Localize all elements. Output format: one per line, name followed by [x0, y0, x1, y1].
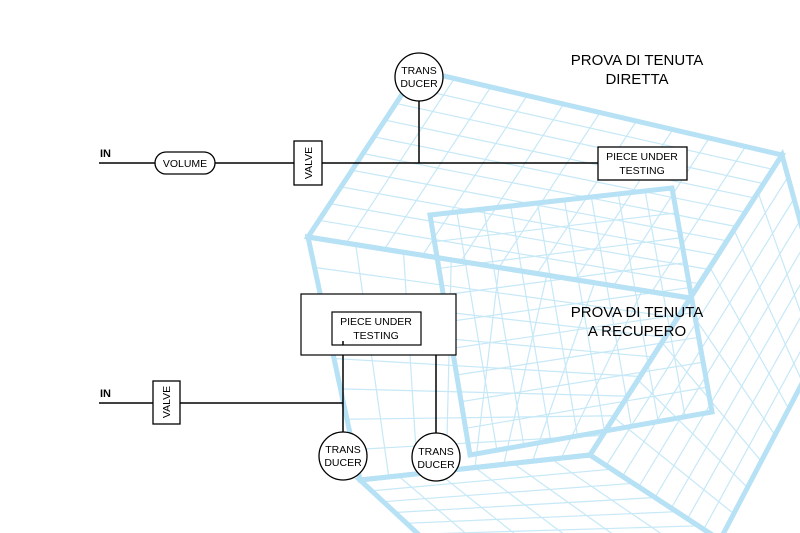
recovery-test-circuit [99, 341, 437, 440]
title-direct-line1: PROVA DI TENUTA [571, 52, 704, 69]
grid-line [333, 357, 641, 378]
grid-line [483, 208, 525, 446]
grid-line [757, 192, 800, 313]
grid-line [536, 202, 579, 436]
grid-tile-frame [427, 185, 715, 458]
piece-top-box [597, 146, 688, 181]
transducer-b-circle [411, 432, 461, 482]
grid-line [434, 212, 677, 243]
chamber-enclosure: PIECE UNDER TESTING [300, 293, 457, 356]
grid-tile-frame [354, 452, 714, 533]
grid-line [709, 267, 790, 410]
grid-line [498, 112, 601, 268]
in-label-bottom: IN [100, 388, 111, 400]
transducer-bottom-b: TRANS DUCER [411, 432, 461, 482]
grid-line [465, 386, 708, 429]
grid-line [395, 102, 764, 185]
transducer-a-line1: TRANS [325, 444, 361, 456]
transducer-top-line1: TRANS [401, 65, 437, 77]
piece-top-line1: PIECE UNDER [606, 151, 678, 163]
grid-line [617, 193, 659, 422]
valve-top: VALVE [293, 140, 323, 186]
transducer-a-circle [318, 431, 368, 481]
title-recovery-line1: PROVA DI TENUTA [571, 304, 704, 321]
transducer-b-line1: TRANS [418, 446, 454, 458]
valve-bottom-label: VALVE [161, 386, 173, 418]
title-recovery-line2: A RECUPERO [588, 323, 686, 340]
grid-line [456, 211, 498, 451]
transducer-b-line2: DUCER [417, 459, 455, 471]
grid-line [512, 462, 613, 533]
valve-bottom: VALVE [152, 380, 181, 425]
volume-shape [154, 151, 216, 175]
grid-line [733, 229, 800, 379]
grid-line [452, 311, 695, 349]
volume-label: VOLUME [163, 158, 207, 170]
grid-line [394, 496, 656, 514]
title-direct-line2: DIRETTA [605, 71, 668, 88]
grid-line [703, 351, 800, 530]
piece-bottom-box [331, 311, 422, 346]
grid-line [373, 136, 746, 213]
transducer-top: TRANS DUCER [394, 52, 444, 102]
volume-element: VOLUME [154, 151, 216, 175]
valve-top-box [293, 140, 323, 186]
piece-bottom-line2: TESTING [353, 330, 399, 342]
transducer-a-line2: DUCER [324, 457, 362, 469]
grid-line [563, 199, 606, 432]
grid-line [560, 290, 643, 459]
direct-test-circuit [99, 101, 598, 164]
grid-line [510, 205, 552, 441]
piece-top-line2: TESTING [619, 165, 665, 177]
grid-line [340, 388, 628, 397]
grid-line [644, 190, 686, 417]
grid-line [654, 251, 800, 498]
grid-line [461, 361, 704, 403]
grid-line [384, 119, 755, 199]
grid-line [346, 415, 616, 420]
piece-under-testing-top: PIECE UNDER TESTING [597, 146, 688, 181]
grid-line [503, 274, 548, 465]
transducer-top-line2: DUCER [400, 78, 438, 90]
piece-bottom-line1: PIECE UNDER [340, 316, 412, 328]
valve-top-label: VALVE [303, 147, 315, 179]
in-label-top: IN [100, 148, 111, 160]
grid-line [670, 283, 800, 509]
transducer-top-circle [394, 52, 444, 102]
grid-line [651, 146, 747, 293]
transducer-bottom-a: TRANS DUCER [318, 431, 368, 481]
grid-line [590, 196, 632, 427]
grid-line [406, 86, 773, 170]
valve-bottom-box [152, 380, 181, 425]
grid-line [686, 317, 800, 520]
